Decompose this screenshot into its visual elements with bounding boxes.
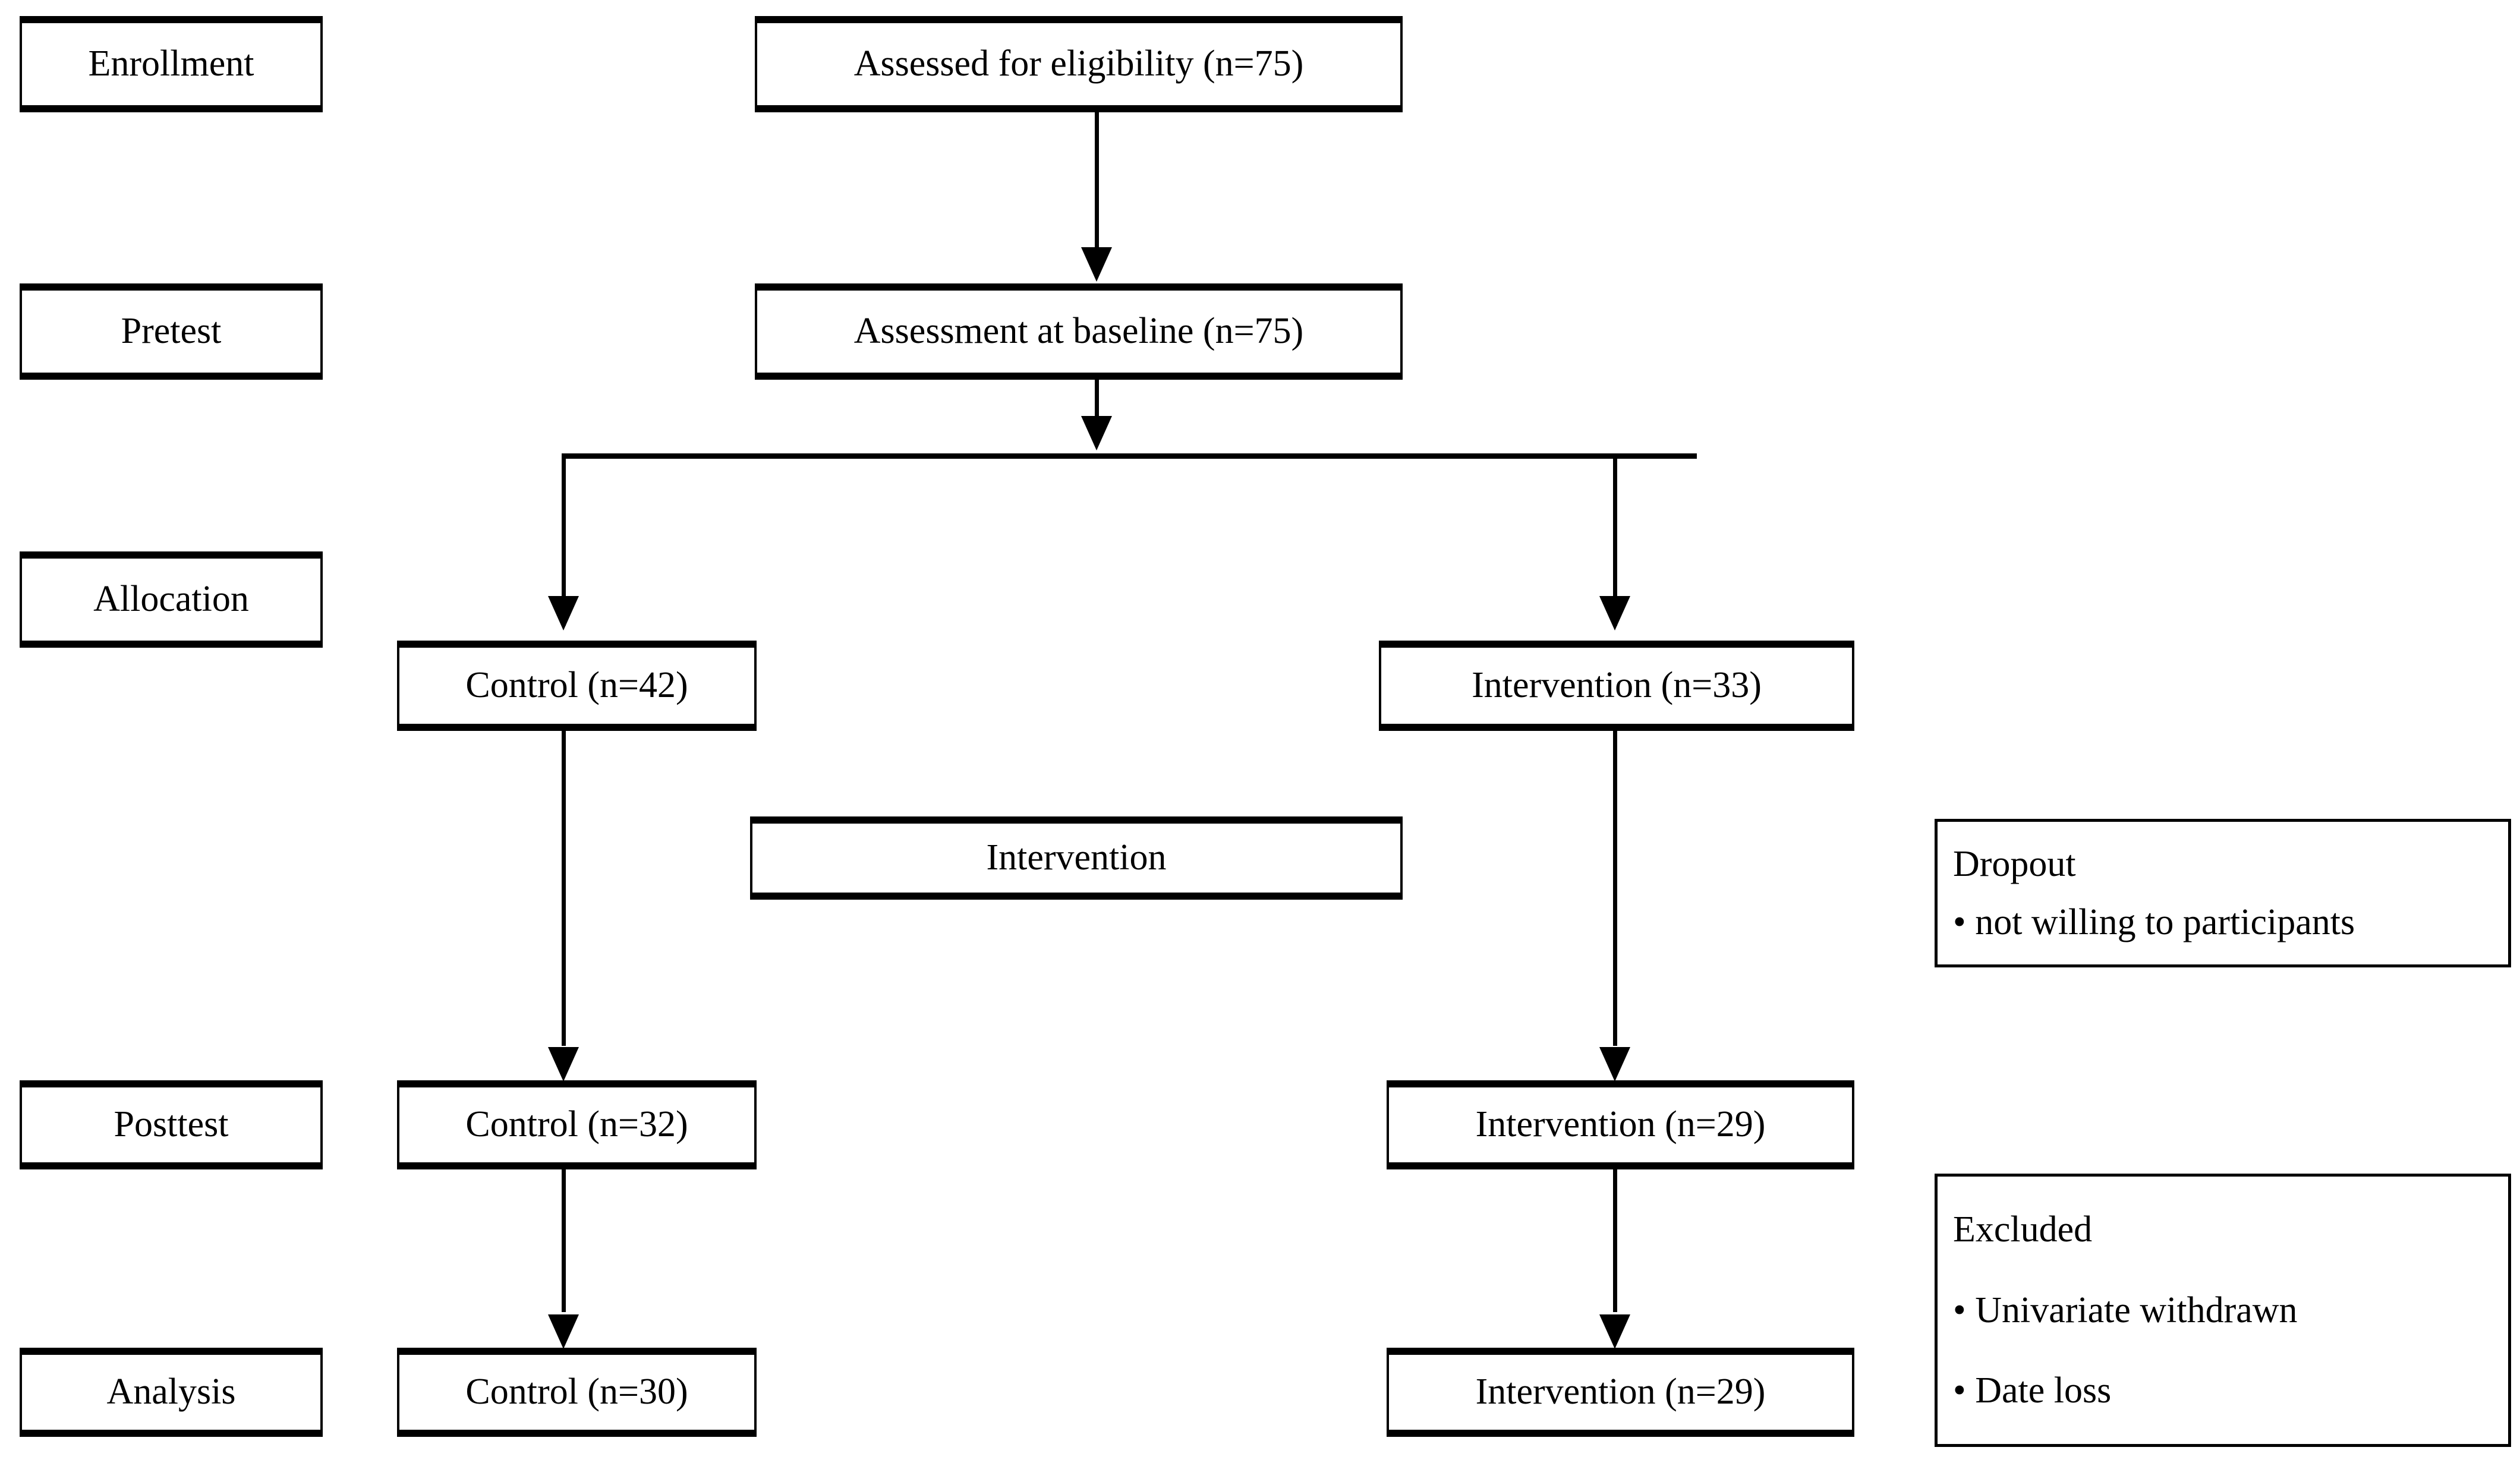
connector-split-to-intervention-arrowhead: [1599, 596, 1630, 630]
note-excluded: Excluded • Univariate withdrawn • Date l…: [1935, 1174, 2511, 1447]
connector-allocation-split-bar: [562, 453, 1697, 459]
note-dropout: Dropout • not willing to participants: [1935, 819, 2511, 967]
node-intervention-posttest-text: Intervention (n=29): [1475, 1104, 1766, 1145]
node-assessment-at-baseline: Assessment at baseline (n=75): [755, 283, 1403, 380]
node-intervention-analysis-text: Intervention (n=29): [1475, 1371, 1766, 1412]
node-assessed-for-eligibility-text: Assessed for eligibility (n=75): [853, 43, 1304, 84]
stage-label-enrollment: Enrollment: [20, 16, 323, 112]
node-intervention-middle: Intervention: [750, 816, 1403, 900]
note-excluded-title: Excluded: [1953, 1209, 2093, 1250]
stage-label-allocation: Allocation: [20, 551, 323, 648]
node-intervention-allocation: Intervention (n=33): [1379, 641, 1854, 731]
connector-split-to-control-arrowhead: [548, 596, 579, 630]
note-dropout-item-0: • not willing to participants: [1953, 901, 2355, 942]
node-intervention-allocation-text: Intervention (n=33): [1472, 665, 1762, 706]
node-intervention-posttest: Intervention (n=29): [1387, 1080, 1854, 1169]
connector-control-post-to-analysis-line: [562, 1169, 566, 1312]
node-control-analysis: Control (n=30): [397, 1348, 757, 1437]
connector-intervention-alloc-to-post-line: [1613, 731, 1617, 1046]
node-intervention-middle-text: Intervention: [986, 837, 1167, 878]
node-control-posttest-text: Control (n=32): [465, 1104, 688, 1145]
node-assessed-for-eligibility: Assessed for eligibility (n=75): [755, 16, 1403, 112]
connector-baseline-split-stem: [1095, 380, 1099, 433]
connector-split-to-intervention-line: [1613, 453, 1617, 626]
stage-label-analysis-text: Analysis: [106, 1371, 236, 1412]
connector-baseline-split-arrowhead: [1081, 416, 1112, 450]
stage-label-posttest: Posttest: [20, 1080, 323, 1169]
connector-control-alloc-to-post-line: [562, 731, 566, 1046]
stage-label-enrollment-text: Enrollment: [88, 43, 254, 84]
stage-label-pretest: Pretest: [20, 283, 323, 380]
node-control-allocation: Control (n=42): [397, 641, 757, 731]
stage-label-analysis: Analysis: [20, 1348, 323, 1437]
connector-assessed-to-baseline-arrowhead: [1081, 247, 1112, 282]
connector-intervention-alloc-to-post-arrowhead: [1599, 1047, 1630, 1082]
connector-intervention-post-to-analysis-arrowhead: [1599, 1314, 1630, 1349]
note-dropout-title: Dropout: [1953, 843, 2076, 884]
note-excluded-item-0: • Univariate withdrawn: [1953, 1289, 2298, 1330]
connector-intervention-post-to-analysis-line: [1613, 1169, 1617, 1312]
connector-control-alloc-to-post-arrowhead: [548, 1047, 579, 1082]
node-intervention-analysis: Intervention (n=29): [1387, 1348, 1854, 1437]
stage-label-pretest-text: Pretest: [121, 311, 222, 352]
stage-label-allocation-text: Allocation: [93, 579, 249, 620]
note-excluded-item-1: • Date loss: [1953, 1370, 2112, 1411]
node-assessment-at-baseline-text: Assessment at baseline (n=75): [853, 311, 1304, 352]
connector-control-post-to-analysis-arrowhead: [548, 1314, 579, 1349]
connector-split-to-control-line: [562, 453, 566, 626]
node-control-allocation-text: Control (n=42): [465, 665, 688, 706]
node-control-analysis-text: Control (n=30): [465, 1371, 688, 1412]
node-control-posttest: Control (n=32): [397, 1080, 757, 1169]
connector-assessed-to-baseline-line: [1095, 112, 1099, 258]
stage-label-posttest-text: Posttest: [114, 1104, 229, 1145]
